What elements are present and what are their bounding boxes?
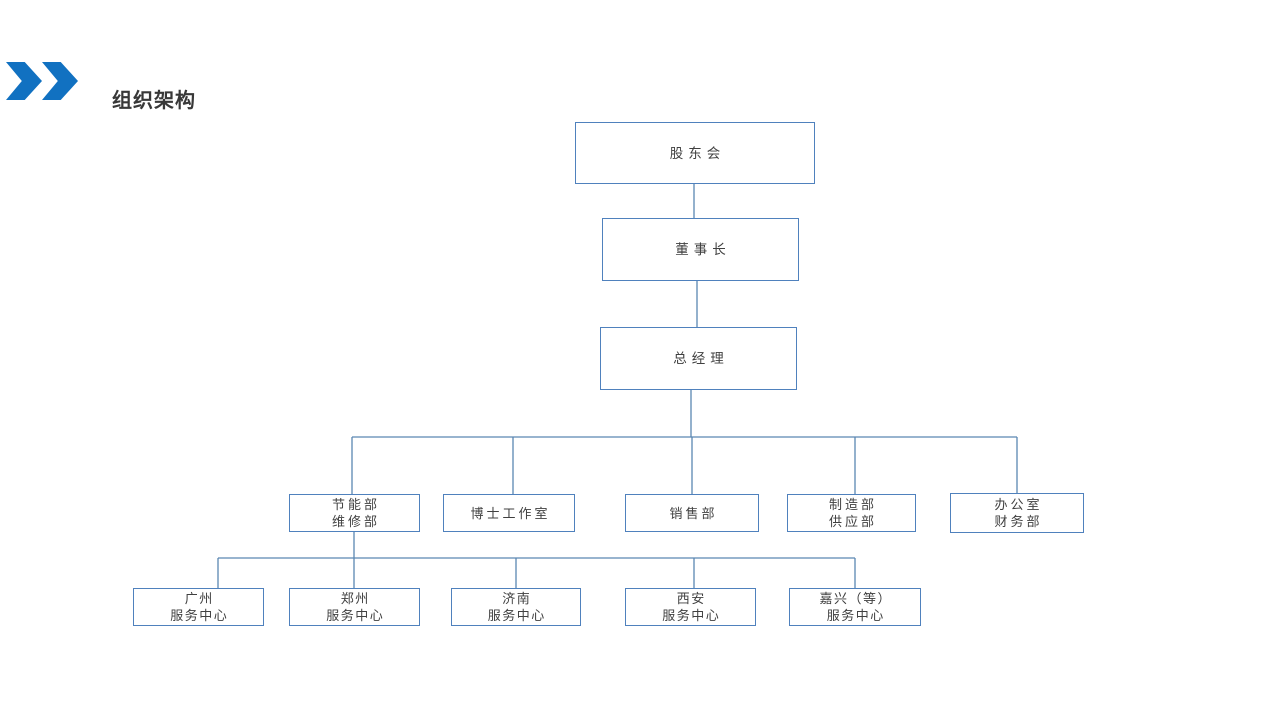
org-node-label: 郑州 xyxy=(340,591,370,606)
org-node-shareholders: 股东会 xyxy=(575,122,815,184)
org-node-dept-manufacturing: 制造部 供应部 xyxy=(787,494,916,532)
org-node-label: 服务中心 xyxy=(826,608,885,623)
org-node-label: 广州 xyxy=(184,591,214,606)
org-node-label: 服务中心 xyxy=(170,608,229,623)
org-node-label: 服务中心 xyxy=(662,608,721,623)
org-node-general-manager: 总经理 xyxy=(600,327,797,390)
org-node-dept-sales: 销售部 xyxy=(625,494,759,532)
org-node-label: 总经理 xyxy=(673,351,729,366)
org-node-label: 西安 xyxy=(676,591,706,606)
org-node-label: 嘉兴（等） xyxy=(819,591,892,606)
page-title: 组织架构 xyxy=(112,90,196,113)
org-node-label: 股东会 xyxy=(669,145,726,161)
org-node-label: 济南 xyxy=(502,591,532,606)
org-node-dept-doctor-studio: 博士工作室 xyxy=(443,494,575,532)
org-node-chairman: 董事长 xyxy=(602,218,799,281)
org-node-center-xian: 西安 服务中心 xyxy=(625,588,756,626)
org-node-label: 博士工作室 xyxy=(470,505,551,521)
org-node-center-zhengzhou: 郑州 服务中心 xyxy=(289,588,420,626)
org-node-label: 服务中心 xyxy=(487,608,546,623)
org-node-label: 维修部 xyxy=(331,514,380,529)
org-node-label: 办公室 xyxy=(994,497,1043,512)
org-node-dept-office: 办公室 财务部 xyxy=(950,493,1084,533)
org-node-label: 服务中心 xyxy=(326,608,385,623)
org-node-label: 供应部 xyxy=(828,514,877,529)
org-node-label: 财务部 xyxy=(994,514,1043,529)
org-node-dept-energy: 节能部 维修部 xyxy=(289,494,420,532)
org-node-center-jiaxing: 嘉兴（等） 服务中心 xyxy=(789,588,921,626)
org-node-center-guangzhou: 广州 服务中心 xyxy=(133,588,264,626)
org-node-label: 制造部 xyxy=(828,497,877,512)
org-node-center-jinan: 济南 服务中心 xyxy=(451,588,581,626)
org-node-label: 董事长 xyxy=(675,242,731,257)
org-node-label: 销售部 xyxy=(669,505,718,521)
org-node-label: 节能部 xyxy=(331,497,380,512)
